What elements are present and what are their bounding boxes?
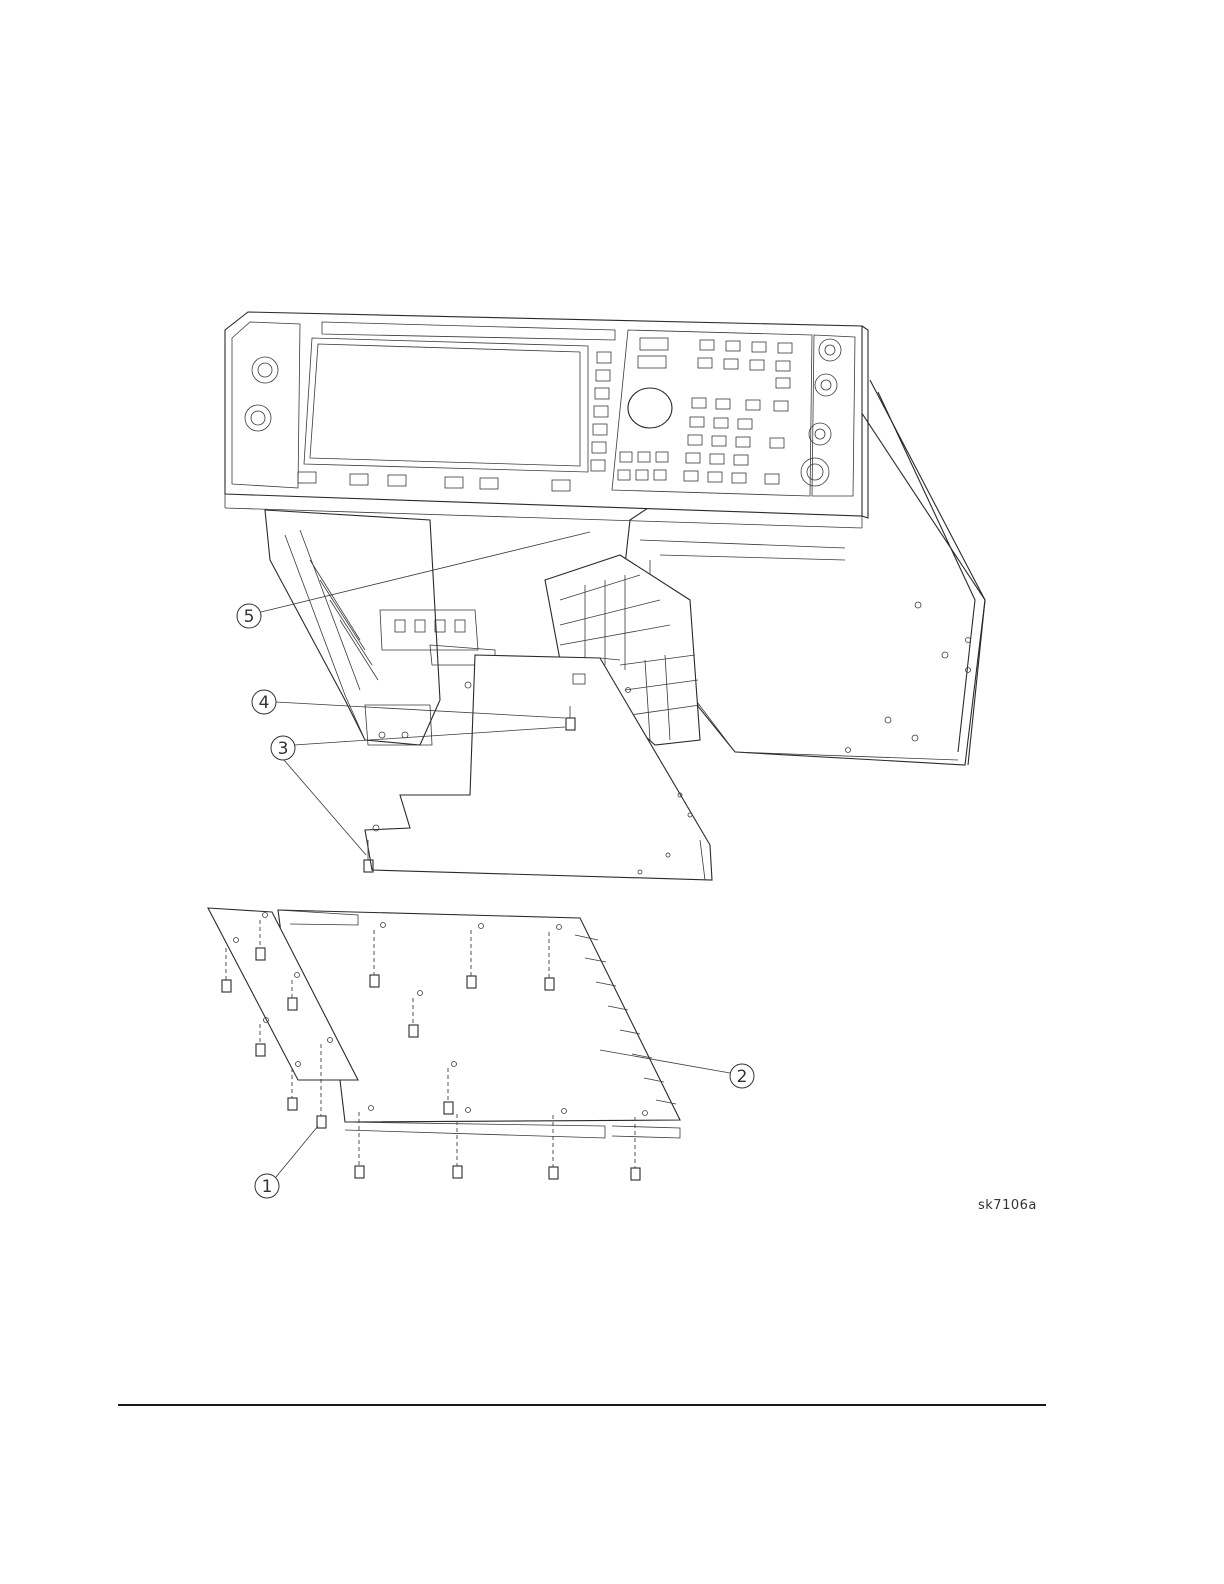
callout-5-label: 5 [244,607,255,627]
left-side-assembly [265,510,495,745]
callout-4-label: 4 [259,693,270,713]
footer-rule [118,1404,1046,1406]
callout-1-label: 1 [262,1177,273,1197]
drawing-reference-label: sk7106a [978,1198,1037,1213]
callout-2-label: 2 [737,1067,748,1087]
callout-1: 1 [255,1126,318,1198]
callout-3-label: 3 [278,739,289,759]
front-panel [225,312,868,528]
